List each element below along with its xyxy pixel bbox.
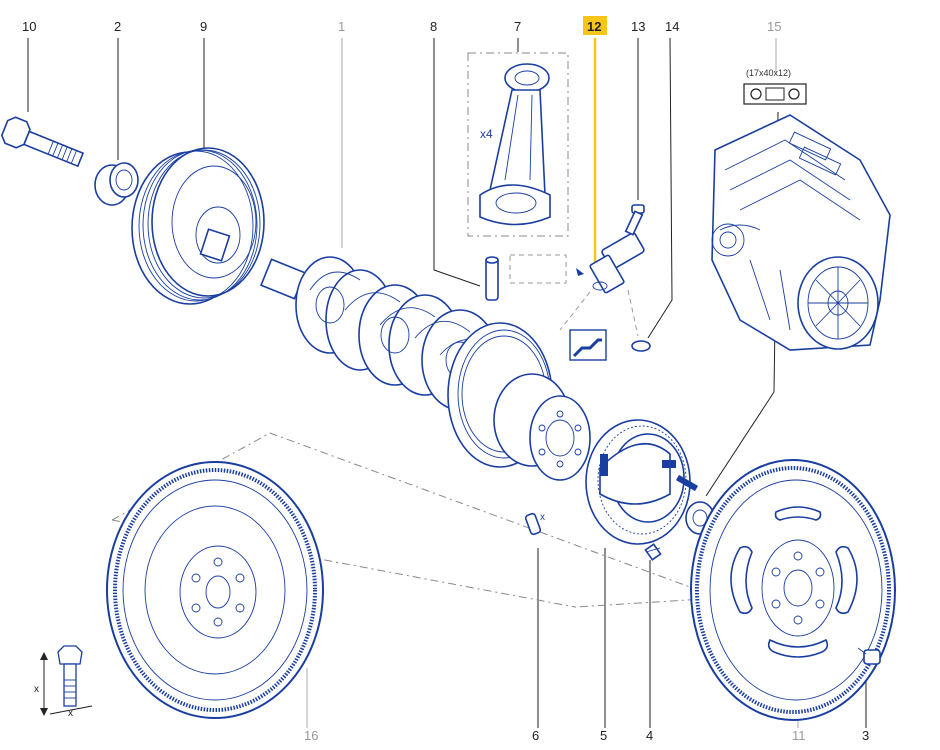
callout-13: 13 [631,19,645,34]
callout-14: 14 [665,19,679,34]
engine-assembly [711,114,891,351]
callout-10: 10 [22,19,36,34]
shim-icon [743,83,807,105]
o-ring [627,289,651,352]
torque-angle-icon [569,329,607,361]
callout-8: 8 [430,19,437,34]
callout-7: 7 [514,19,521,34]
callout-5: 5 [600,728,607,743]
bearing-bolt [485,256,499,301]
callout-6: 6 [532,728,539,743]
callout-16: 16 [304,728,318,743]
callout-9: 9 [200,19,207,34]
bolt-dimension-icon: x x [34,645,93,719]
callout-3: 3 [862,728,869,743]
callout-12-highlight [583,16,607,35]
dimension-x-label: x [540,512,545,523]
bearing-placeholder-box [509,254,567,284]
target-wheel-bolt [644,543,662,561]
bolt-diameter-label: x [68,708,73,719]
conrod-group-box [467,52,569,237]
callout-11: 11 [792,728,806,743]
connecting-rod [479,63,551,226]
flywheel-bolt [857,647,881,665]
sensor-bolt [624,204,645,236]
callout-12: 12 [587,19,601,34]
crank-washer [94,162,139,206]
dowel-pin: x [524,512,545,536]
damper-pulley [131,147,265,305]
flywheel-left [106,461,324,719]
target-wheel [585,419,691,545]
conrod-quantity: x4 [480,127,493,141]
crank-bolt [0,116,85,168]
bolt-length-label: x [34,684,39,695]
callout-1: 1 [338,19,345,34]
callout-2: 2 [114,19,121,34]
leader-lines [27,37,867,728]
flywheel-right [690,459,896,721]
crankshaft [260,256,591,481]
callout-15: 15 [767,19,781,34]
callout-4: 4 [646,728,653,743]
shim-size-label: (17x40x12) [746,68,791,78]
crank-position-sensor [559,232,645,331]
arrow-icon [576,268,584,276]
